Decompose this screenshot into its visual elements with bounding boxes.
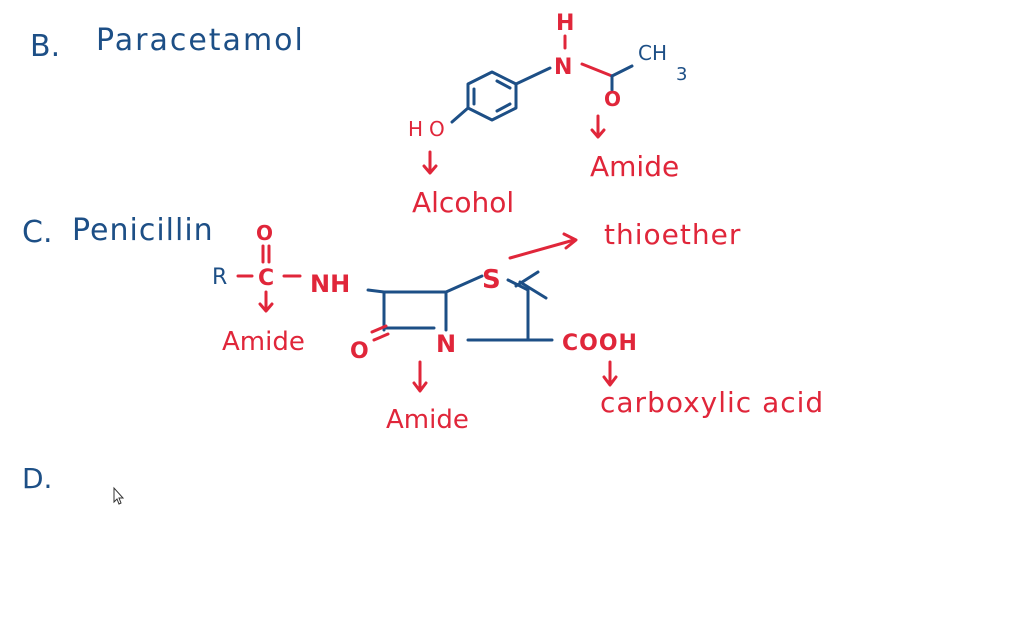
- arrow-down-icon: [412, 360, 428, 393]
- thioether-label: thioether: [604, 218, 741, 251]
- paracetamol-ch-atom: CH: [638, 41, 667, 65]
- section-d-letter: D.: [22, 462, 52, 495]
- arrow-down-icon: [422, 150, 438, 175]
- penicillin-nh-group: NH: [310, 270, 350, 298]
- paracetamol-title: Paracetamol: [96, 23, 305, 58]
- penicillin-title: Penicillin: [72, 213, 214, 248]
- ring-n-bond: [514, 66, 552, 86]
- paracetamol-ho-group: HO: [408, 117, 451, 141]
- penicillin-o-top: O: [256, 221, 273, 245]
- ring-ho-bond: [450, 106, 470, 124]
- section-b-letter: B.: [30, 29, 60, 64]
- paracetamol-amide-label: Amide: [590, 150, 679, 183]
- penicillin-cooh-group: COOH: [562, 331, 638, 356]
- penicillin-n-atom: N: [436, 330, 456, 358]
- penicillin-c-atom: C: [258, 266, 274, 291]
- section-c-letter: C.: [22, 215, 52, 250]
- beta-lactam-ring: [382, 290, 448, 332]
- penicillin-s-atom: S: [482, 265, 501, 295]
- mouse-pointer-icon: [113, 486, 125, 505]
- paracetamol-n-atom: N: [554, 55, 572, 80]
- arrow-down-icon: [602, 360, 618, 387]
- c-ch3-bond: [610, 64, 634, 78]
- arrow-down-icon: [258, 290, 274, 313]
- paracetamol-h-atom: H: [556, 11, 574, 36]
- penicillin-r-group: R: [212, 265, 227, 290]
- paracetamol-alcohol-label: Alcohol: [412, 186, 514, 219]
- penicillin-ring-o: O: [350, 339, 369, 364]
- paracetamol-carbonyl-o: O: [604, 87, 621, 111]
- carboxylic-acid-label: carboxylic acid: [600, 386, 824, 419]
- section-c: C. Penicillin R C O NH S N O COOH: [22, 213, 824, 435]
- penicillin-amide-label-left: Amide: [222, 327, 305, 357]
- penicillin-amide-label-bottom: Amide: [386, 405, 469, 435]
- benzene-ring: [466, 70, 518, 122]
- n-c-bond: [580, 62, 614, 78]
- arrow-down-icon: [590, 114, 606, 139]
- paracetamol-ch3-subscript: 3: [676, 64, 687, 85]
- section-b: B. Paracetamol H N O CH 3 HO: [30, 11, 687, 219]
- arrow-right-icon: [508, 232, 578, 260]
- section-d: D.: [22, 462, 52, 495]
